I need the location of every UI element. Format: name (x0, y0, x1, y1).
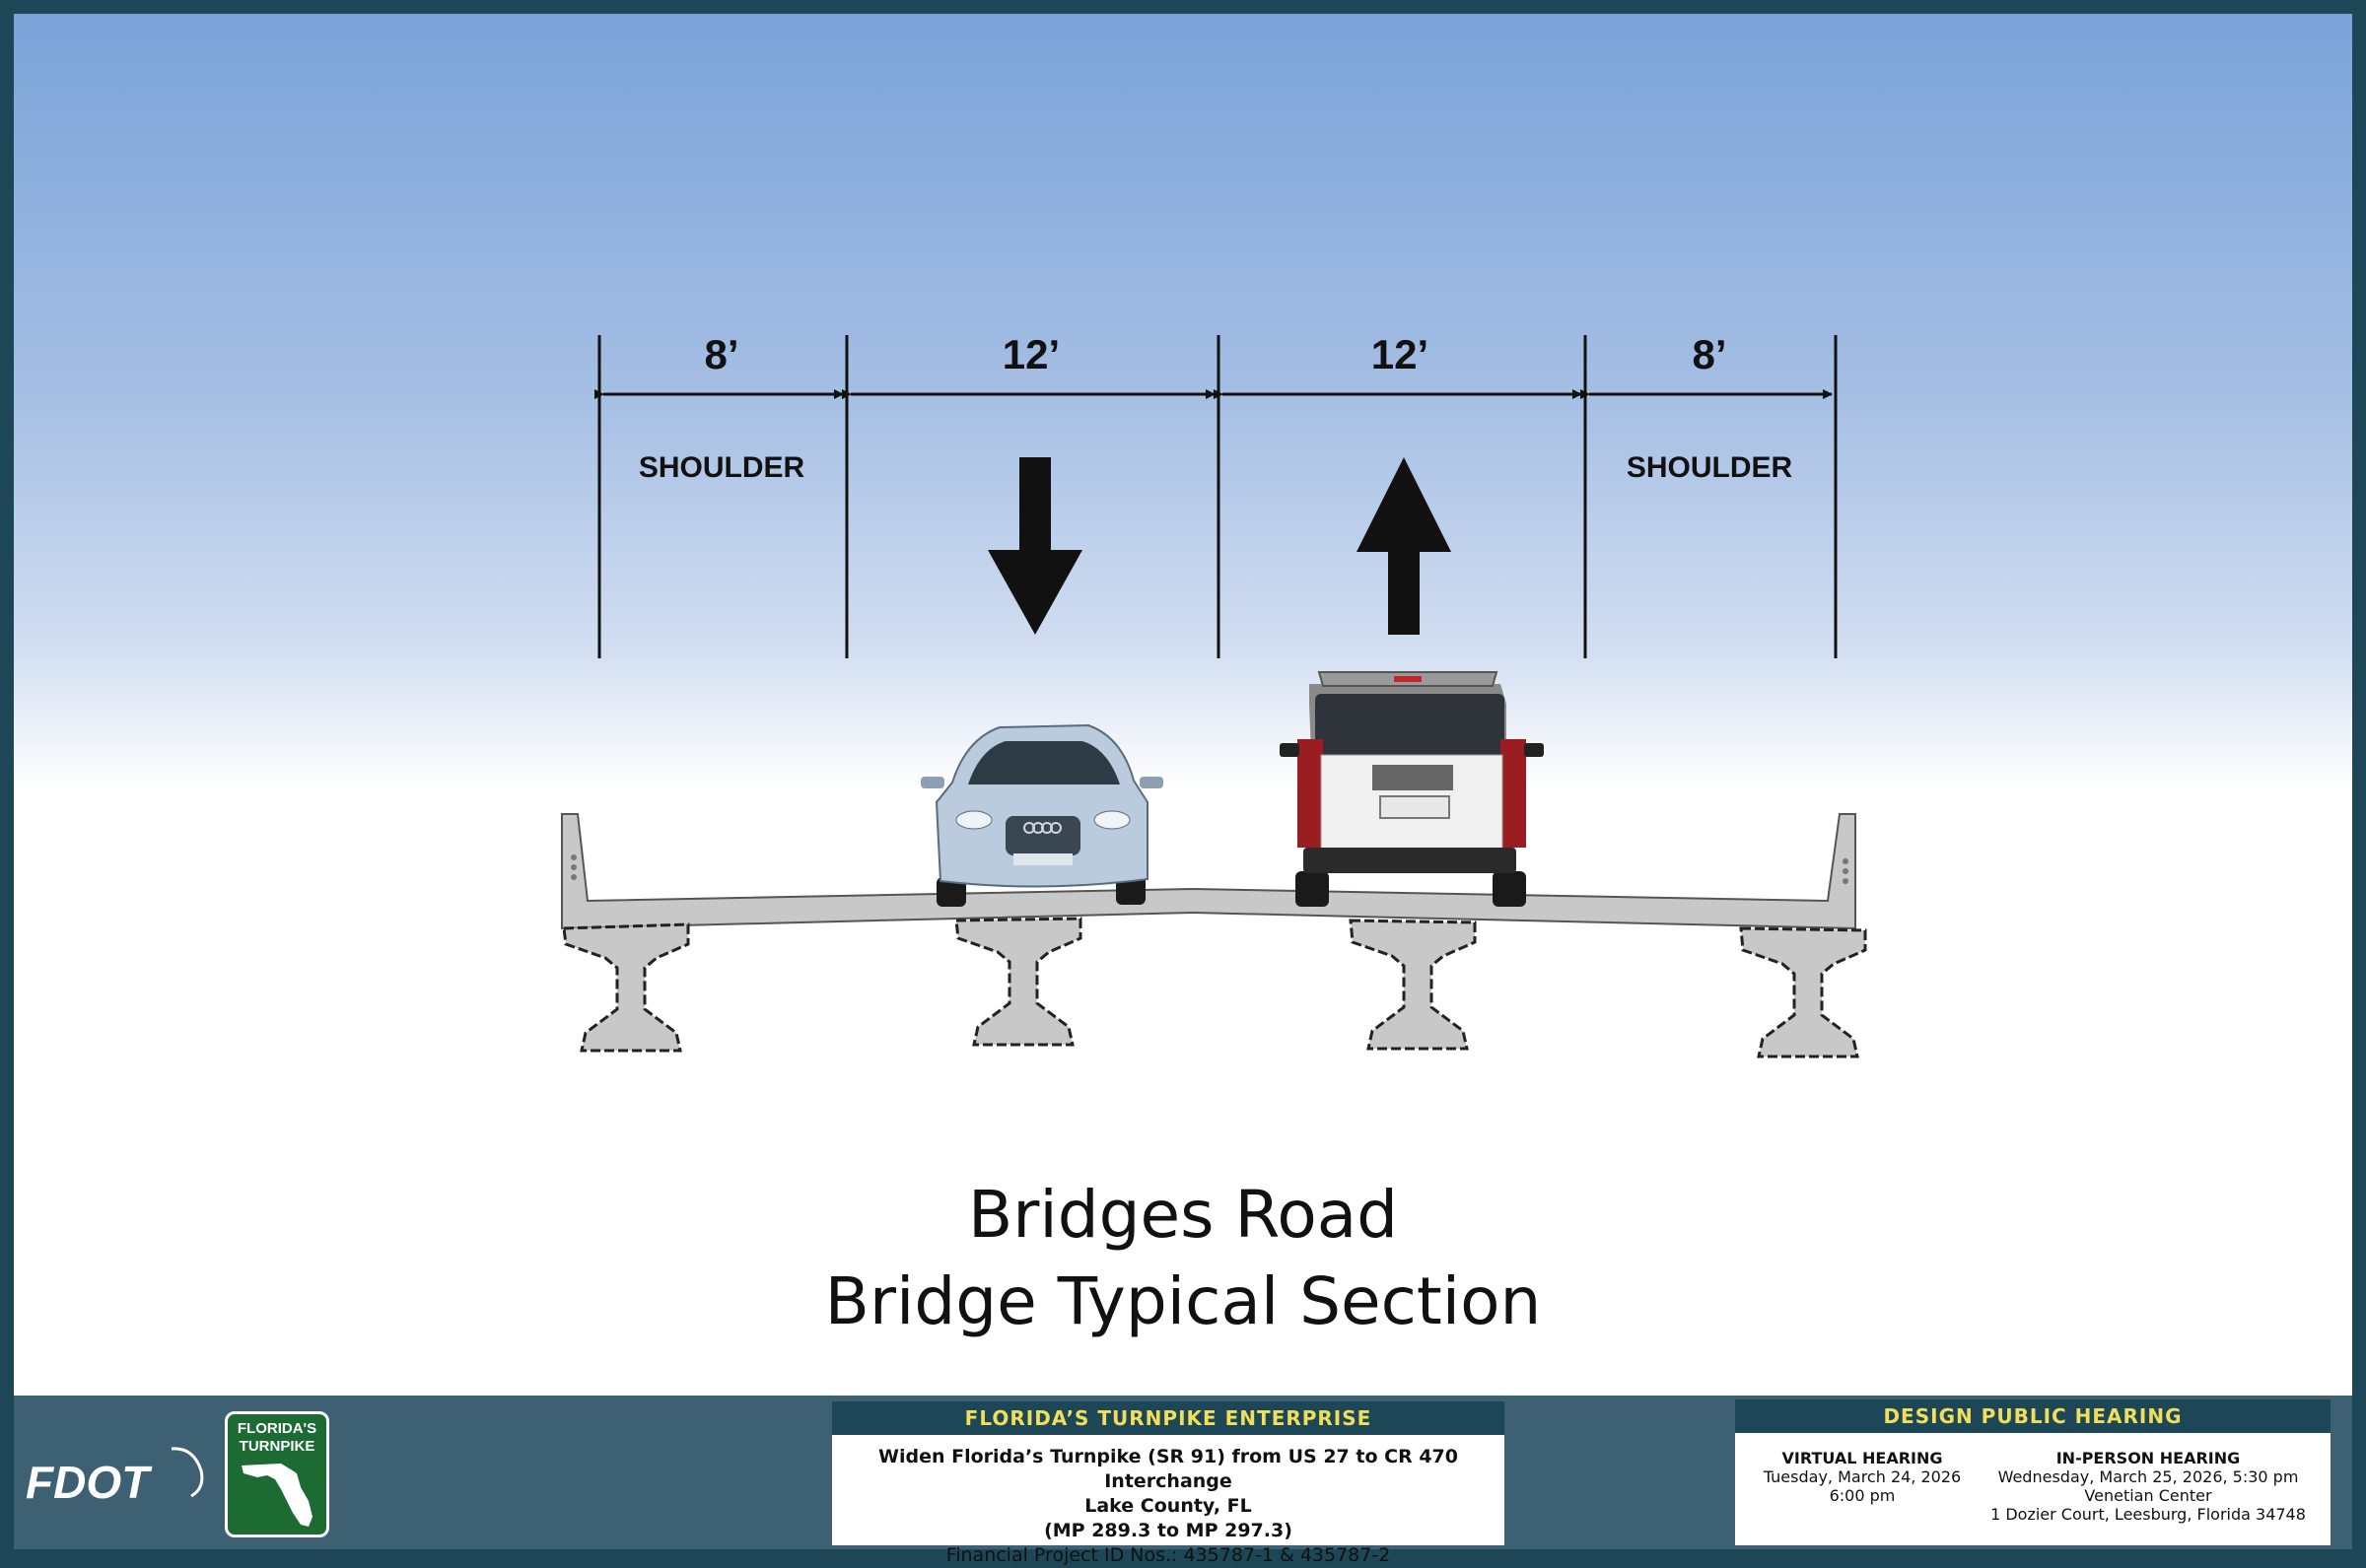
virtual-hearing-time: 6:00 pm (1829, 1486, 1896, 1505)
fdot-logo-text: FDOT (26, 1457, 153, 1508)
extension-lines (597, 335, 1838, 658)
turnpike-logo-line-2: TURNPIKE (239, 1438, 315, 1455)
virtual-hearing-date: Tuesday, March 24, 2026 (1763, 1467, 1962, 1486)
suv-car (1280, 671, 1544, 907)
hearing-panel-header: DESIGN PUBLIC HEARING (1735, 1399, 2331, 1433)
florida-map-icon (242, 1464, 313, 1527)
zone-left-shoulder: SHOULDER (639, 451, 805, 484)
project-location: Lake County, FL (1084, 1495, 1252, 1517)
title-line-1: Bridges Road (967, 1177, 1399, 1253)
zone-right-shoulder: SHOULDER (1627, 451, 1793, 484)
sedan-car (921, 723, 1163, 907)
title-line-2: Bridge Typical Section (824, 1263, 1542, 1339)
girder (1349, 919, 1477, 1051)
in-person-hearing-address: 1 Dozier Court, Leesburg, Florida 34748 (1990, 1505, 2306, 1524)
in-person-hearing-title: IN-PERSON HEARING (2055, 1449, 2241, 1467)
dimension-lane-2: 12’ (1371, 331, 1428, 377)
in-person-hearing: IN-PERSON HEARING Wednesday, March 25, 2… (1976, 1449, 2321, 1524)
turnpike-logo-line-1: FLORIDA'S (237, 1420, 317, 1437)
girder (1739, 926, 1867, 1058)
arrow-down-icon (988, 457, 1082, 635)
bridge-section-drawing: 8’ 12’ 12’ 8’ SHOULDER SHOULDER (561, 331, 1867, 1058)
deck-slab (561, 813, 1856, 930)
in-person-hearing-date: Wednesday, March 25, 2026, 5:30 pm (1997, 1467, 2299, 1486)
girder (954, 917, 1082, 1047)
bridge-deck (561, 813, 1856, 930)
project-panel-header: FLORIDA’S TURNPIKE ENTERPRISE (832, 1401, 1504, 1435)
girder (562, 922, 690, 1053)
diagram-canvas: 8’ 12’ 12’ 8’ SHOULDER SHOULDER (14, 14, 2352, 1396)
project-panel: FLORIDA’S TURNPIKE ENTERPRISE Widen Flor… (832, 1401, 1504, 1566)
footer: FDOT FLORIDA'S TURNPIKE FLORIDA’S TURNPI… (14, 1396, 2352, 1566)
girders (562, 917, 1867, 1058)
virtual-hearing-title: VIRTUAL HEARING (1781, 1449, 1943, 1467)
fdot-logo: FDOT (26, 1447, 204, 1508)
hearing-panel: DESIGN PUBLIC HEARING VIRTUAL HEARING Tu… (1735, 1399, 2331, 1545)
dimension-lane-1: 12’ (1003, 331, 1060, 377)
in-person-hearing-venue: Venetian Center (2084, 1486, 2212, 1505)
turnpike-logo: FLORIDA'S TURNPIKE (225, 1411, 329, 1537)
virtual-hearing: VIRTUAL HEARING Tuesday, March 24, 2026 … (1755, 1449, 1970, 1505)
project-milepost: (MP 289.3 to MP 297.3) (1044, 1520, 1292, 1541)
project-title: Widen Florida’s Turnpike (SR 91) from US… (878, 1446, 1458, 1492)
dimension-right-shoulder: 8’ (1692, 331, 1726, 377)
arrow-up-icon (1357, 457, 1451, 635)
dimension-left-shoulder: 8’ (704, 331, 738, 377)
project-financial-id: Financial Project ID Nos.: 435787-1 & 43… (945, 1544, 1391, 1566)
